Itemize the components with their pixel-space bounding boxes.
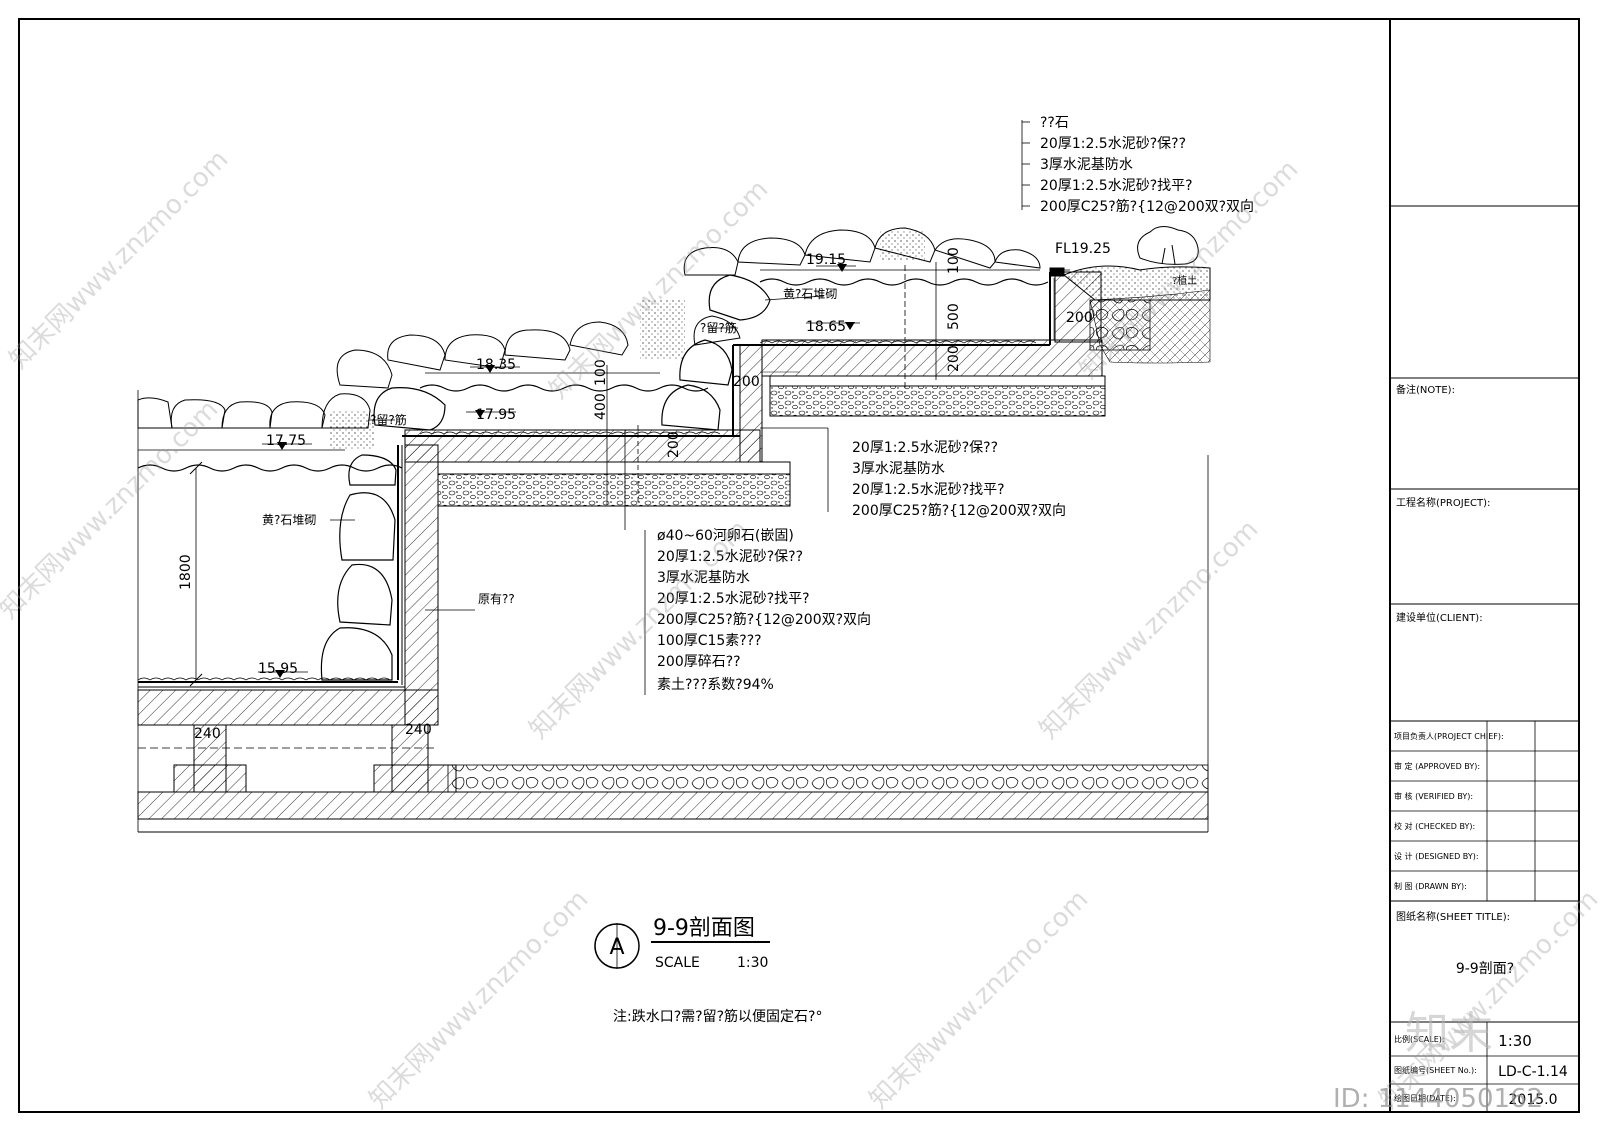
dim-400: 400	[593, 393, 609, 420]
spec-mid-0: 20厚1:2.5水泥砂?保??	[852, 440, 998, 456]
scale-value: 1:30	[737, 955, 768, 971]
elev-low-pool-bottom: 15.95	[258, 661, 298, 677]
elev-fl: FL19.25	[1055, 241, 1111, 257]
scale-row-label: 比例(SCALE):	[1394, 1034, 1445, 1044]
role-checked: 校 对 (CHECKED BY):	[1394, 821, 1475, 831]
date-label: 绘图日期(DATE):	[1394, 1093, 1456, 1103]
watermark-id: ID: 1144050162	[1333, 1084, 1543, 1114]
drawing-annotations: FL19.25 19.15 18.65 18.35 17.95 17.75 15…	[178, 115, 1254, 1025]
spec-top-4: 200厚C25?筋?{12@200双?双向	[1040, 198, 1254, 215]
watermark-brand: 知末	[1405, 1008, 1493, 1059]
section-drawing	[137, 120, 1211, 833]
spec-bottom-4: 200厚C25?筋?{12@200双?双向	[657, 611, 871, 628]
dim-240-right: 240	[405, 722, 432, 738]
label-rock-left: 黄?石堆砌	[262, 513, 316, 527]
spec-bottom-7: 素土???系数?94%	[657, 677, 774, 693]
note-label: 备注(NOTE):	[1396, 383, 1455, 396]
watermark-text: 知末网www.znzmo.com	[524, 514, 755, 745]
watermark-text: 知末网www.znzmo.com	[1034, 514, 1265, 745]
dim-500: 500	[946, 303, 962, 330]
sheet-title: 9-9剖面?	[1456, 961, 1514, 977]
date-value: 2015.0	[1509, 1092, 1558, 1108]
role-designed: 设 计 (DESIGNED BY):	[1394, 851, 1479, 861]
spec-top-1: 20厚1:2.5水泥砂?保??	[1040, 136, 1186, 152]
client-label: 建设单位(CLIENT):	[1396, 611, 1483, 624]
outer-border	[18, 18, 1580, 1113]
watermark-text: 知末网www.znzmo.com	[4, 144, 235, 375]
dim-100-top: 100	[946, 247, 962, 274]
spec-bottom-5: 100厚C15素???	[657, 633, 762, 649]
role-verified: 审 核 (VERIFIED BY):	[1394, 791, 1473, 801]
dim-200-low: 200	[666, 431, 682, 458]
spec-bottom-6: 200厚碎石??	[657, 654, 741, 670]
sheet-no-label: 图纸编号(SHEET No.):	[1394, 1065, 1477, 1075]
label-existing: 原有??	[478, 592, 515, 606]
watermark-text: 知末网www.znzmo.com	[364, 884, 595, 1115]
title-block: 备注(NOTE): 工程名称(PROJECT): 建设单位(CLIENT): 项…	[1389, 19, 1579, 1112]
spec-top-2: 3厚水泥基防水	[1040, 156, 1133, 173]
dim-240-left: 240	[194, 726, 221, 742]
spec-mid-3: 200厚C25?筋?{12@200双?双向	[852, 502, 1066, 519]
spec-bottom-1: 20厚1:2.5水泥砂?保??	[657, 549, 803, 565]
project-label: 工程名称(PROJECT):	[1396, 496, 1490, 509]
sheet-title-label: 图纸名称(SHEET TITLE):	[1396, 910, 1510, 923]
elev-mid-pool: 18.35	[476, 357, 516, 373]
label-soil: ?植土	[1172, 274, 1197, 287]
spec-top-0: ??石	[1040, 115, 1069, 131]
section-title: 9-9剖面图	[653, 916, 755, 941]
scale-row-value: 1:30	[1498, 1032, 1532, 1050]
elev-low-pool: 17.75	[266, 433, 306, 449]
dim-200-mid: 200	[733, 374, 760, 390]
spec-mid-2: 20厚1:2.5水泥砂?找平?	[852, 482, 1005, 498]
label-rebar-top: ?留?筋	[700, 320, 737, 335]
role-project-chief: 项目负责人(PROJECT CHIEF):	[1394, 731, 1504, 741]
spec-bottom-3: 20厚1:2.5水泥砂?找平?	[657, 591, 810, 607]
dim-200-wall: 200	[1066, 310, 1093, 326]
dim-200-top: 200	[946, 345, 962, 372]
scale-label: SCALE	[655, 955, 700, 971]
spec-top-3: 20厚1:2.5水泥砂?找平?	[1040, 178, 1193, 194]
label-rebar-mid: ?留?筋	[370, 412, 407, 427]
spec-bottom-0: ø40~60河卵石(嵌固)	[657, 528, 794, 544]
role-approved: 审 定 (APPROVED BY):	[1394, 761, 1480, 771]
dim-1800: 1800	[178, 554, 194, 590]
label-rock-top: 黄?石堆砌	[783, 287, 837, 301]
spec-bottom-2: 3厚水泥基防水	[657, 569, 750, 586]
elev-top-pool-bottom: 18.65	[806, 319, 846, 335]
watermark-text: 知末网www.znzmo.com	[864, 884, 1095, 1115]
drawing-note: 注:跌水口?需?留?筋以便固定石?°	[613, 1008, 822, 1025]
sheet-no-value: LD-C-1.14	[1498, 1064, 1568, 1080]
role-drawn: 制 图 (DRAWN BY):	[1394, 881, 1467, 891]
dim-100-mid: 100	[593, 359, 609, 386]
spec-mid-1: 3厚水泥基防水	[852, 460, 945, 477]
elev-top-pool: 19.15	[806, 252, 846, 268]
elev-mid-pool-bottom: 17.95	[476, 407, 516, 423]
